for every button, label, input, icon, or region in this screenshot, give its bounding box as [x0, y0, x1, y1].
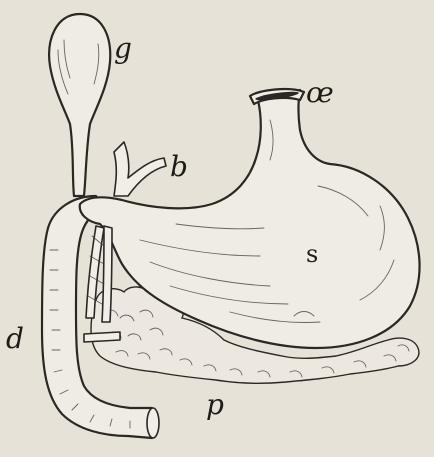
label-pancreas: p: [206, 388, 224, 421]
label-bile-duct: b: [170, 150, 188, 183]
label-stomach: s: [306, 240, 318, 268]
label-gallbladder: g: [114, 32, 132, 65]
duodenum-cut-end: [147, 408, 159, 438]
label-esophagus: œ: [306, 76, 334, 109]
label-duodenum: d: [6, 322, 24, 355]
gallbladder: [49, 14, 110, 196]
